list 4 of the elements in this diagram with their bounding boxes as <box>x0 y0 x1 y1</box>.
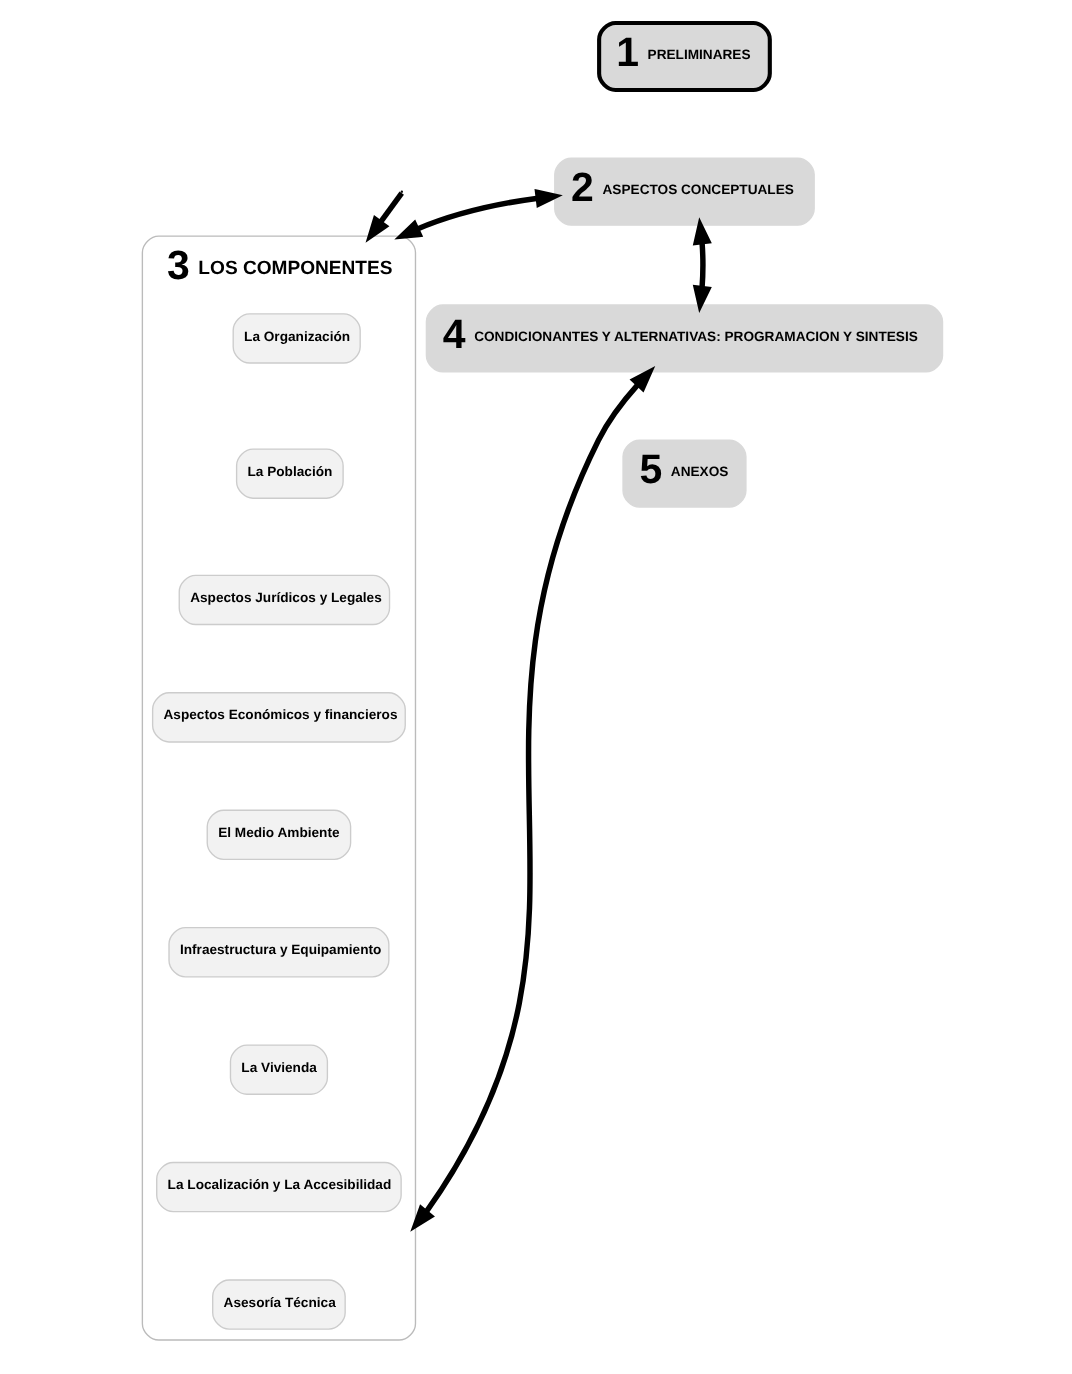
arrow <box>364 191 403 243</box>
arrow <box>691 217 711 314</box>
arrow <box>409 366 655 1232</box>
arrow <box>393 188 562 240</box>
